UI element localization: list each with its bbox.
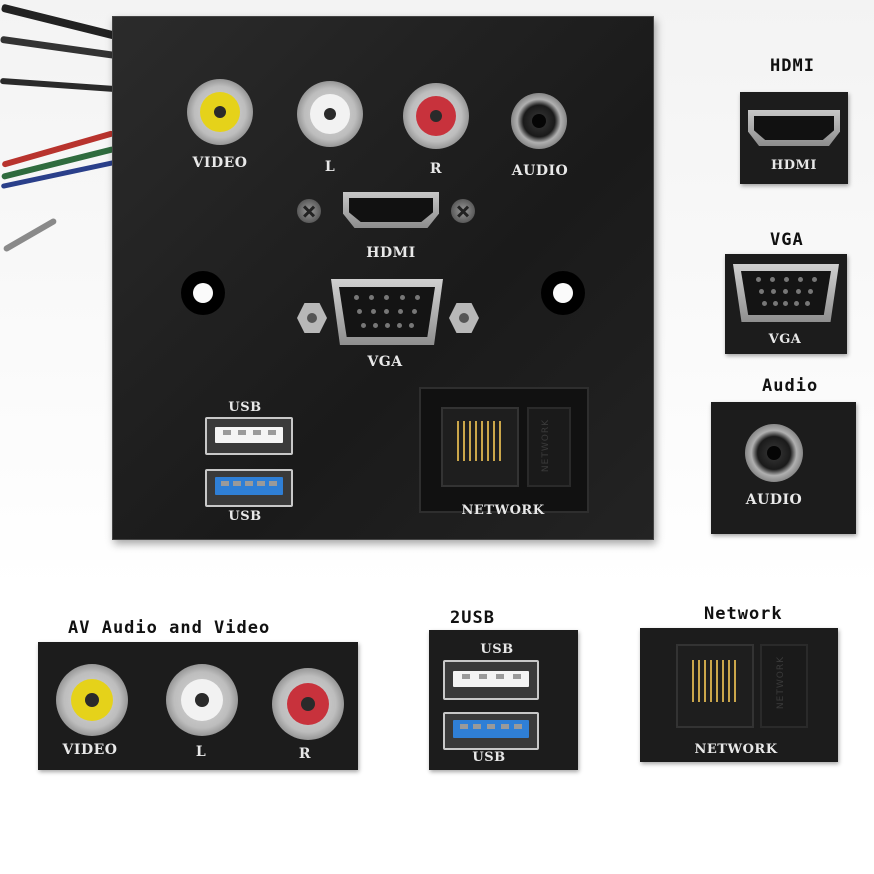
vga-pin-row [353,309,421,314]
inset-rca-video-hole [85,693,99,707]
inset-vga-label: VGA [768,332,802,347]
inset-vga: VGA [725,254,847,354]
rj45-port[interactable] [441,407,519,487]
rj45-contacts [457,421,501,461]
audio-jack[interactable] [511,93,567,149]
inset-audio-label: AUDIO [745,492,803,508]
rca-video-jack[interactable] [187,79,253,145]
inset-usb2-port[interactable] [443,660,539,700]
label-usb-bottom: USB [228,509,262,524]
inset-rca-right-hole [301,697,315,711]
label-left: L [324,159,336,175]
wall-plate: VIDEO L R AUDIO HDMI VGA [112,16,654,540]
network-module: NETWORK [419,387,589,513]
label-hdmi: HDMI [366,245,416,261]
usb2-tongue [215,427,283,443]
inset-usb3-contacts [457,724,525,729]
rca-left-hole [324,108,336,120]
inset-label-left: L [195,744,207,760]
inset-rca-left-hole [195,693,209,707]
vga-nut-left-hole [307,313,317,323]
label-audio: AUDIO [511,163,569,179]
inset-blank-module-text: NETWORK [776,656,786,710]
caption-network: Network [704,604,783,624]
blank-module-text: NETWORK [541,419,551,473]
usb3-tongue [215,477,283,495]
mounting-hole-right-opening [553,283,573,303]
inset-blank-module: NETWORK [760,644,808,728]
inset-vga-pin-row [751,277,821,282]
inset-label-usb-top: USB [480,642,514,657]
usb2-contacts [219,430,279,435]
vga-port-opening [339,287,435,337]
blank-module: NETWORK [527,407,571,487]
vga-pin-row [357,323,417,328]
label-usb-top: USB [228,400,262,415]
rca-left-jack[interactable] [297,81,363,147]
hdmi-screw-right [451,199,475,223]
vga-nut-right [449,303,479,333]
caption-vga: VGA [770,230,804,250]
inset-audio-jack[interactable] [745,424,803,482]
mounting-hole-left [181,271,225,315]
rca-right-hole [430,110,442,122]
rca-video-hole [214,106,226,118]
vga-nut-left [297,303,327,333]
usb3-contacts [219,481,279,486]
rca-right-jack[interactable] [403,83,469,149]
inset-label-video: VIDEO [62,742,118,758]
label-vga: VGA [367,354,403,370]
hdmi-port[interactable] [343,192,439,228]
usb3-port[interactable] [205,469,293,507]
inset-audio-jack-hole [767,446,781,460]
inset-hdmi-port[interactable] [748,110,840,146]
inset-hdmi-label: HDMI [770,158,818,173]
inset-usb2-tongue [453,671,529,687]
inset-vga-pin-row [755,289,817,294]
inset-label-right: R [298,746,312,762]
caption-audio: Audio [762,376,819,396]
hdmi-screw-left [297,199,321,223]
inset-usb3-tongue [453,720,529,738]
usb2-port[interactable] [205,417,293,455]
label-network: NETWORK [461,503,545,518]
caption-av: AV Audio and Video [68,618,271,638]
vga-nut-right-hole [459,313,469,323]
inset-rca-left-jack[interactable] [166,664,238,736]
vga-pin-row [349,295,425,300]
inset-network: NETWORK NETWORK [640,628,838,762]
inset-rca-right-jack[interactable] [272,668,344,740]
inset-usb2-contacts [457,674,525,679]
inset-rj45-contacts [692,660,736,702]
inset-usb: USB USB [429,630,578,770]
mounting-hole-left-opening [193,283,213,303]
mounting-hole-right [541,271,585,315]
inset-usb3-port[interactable] [443,712,539,750]
inset-label-usb-bottom: USB [472,750,506,765]
inset-label-network: NETWORK [694,742,778,757]
inset-hdmi: HDMI [740,92,848,184]
audio-jack-hole [532,114,546,128]
label-right: R [429,161,443,177]
inset-vga-port[interactable] [733,264,839,322]
inset-vga-pin-row [759,301,813,306]
vga-port[interactable] [331,279,443,345]
inset-vga-opening [741,271,831,315]
hdmi-port-opening [349,198,433,222]
inset-rca-video-jack[interactable] [56,664,128,736]
inset-audio: AUDIO [711,402,856,534]
caption-2usb: 2USB [450,608,495,628]
label-video: VIDEO [192,155,248,171]
caption-hdmi: HDMI [770,56,815,76]
inset-av: VIDEO L R [38,642,358,770]
inset-rj45-port[interactable] [676,644,754,728]
inset-hdmi-opening [754,116,834,140]
